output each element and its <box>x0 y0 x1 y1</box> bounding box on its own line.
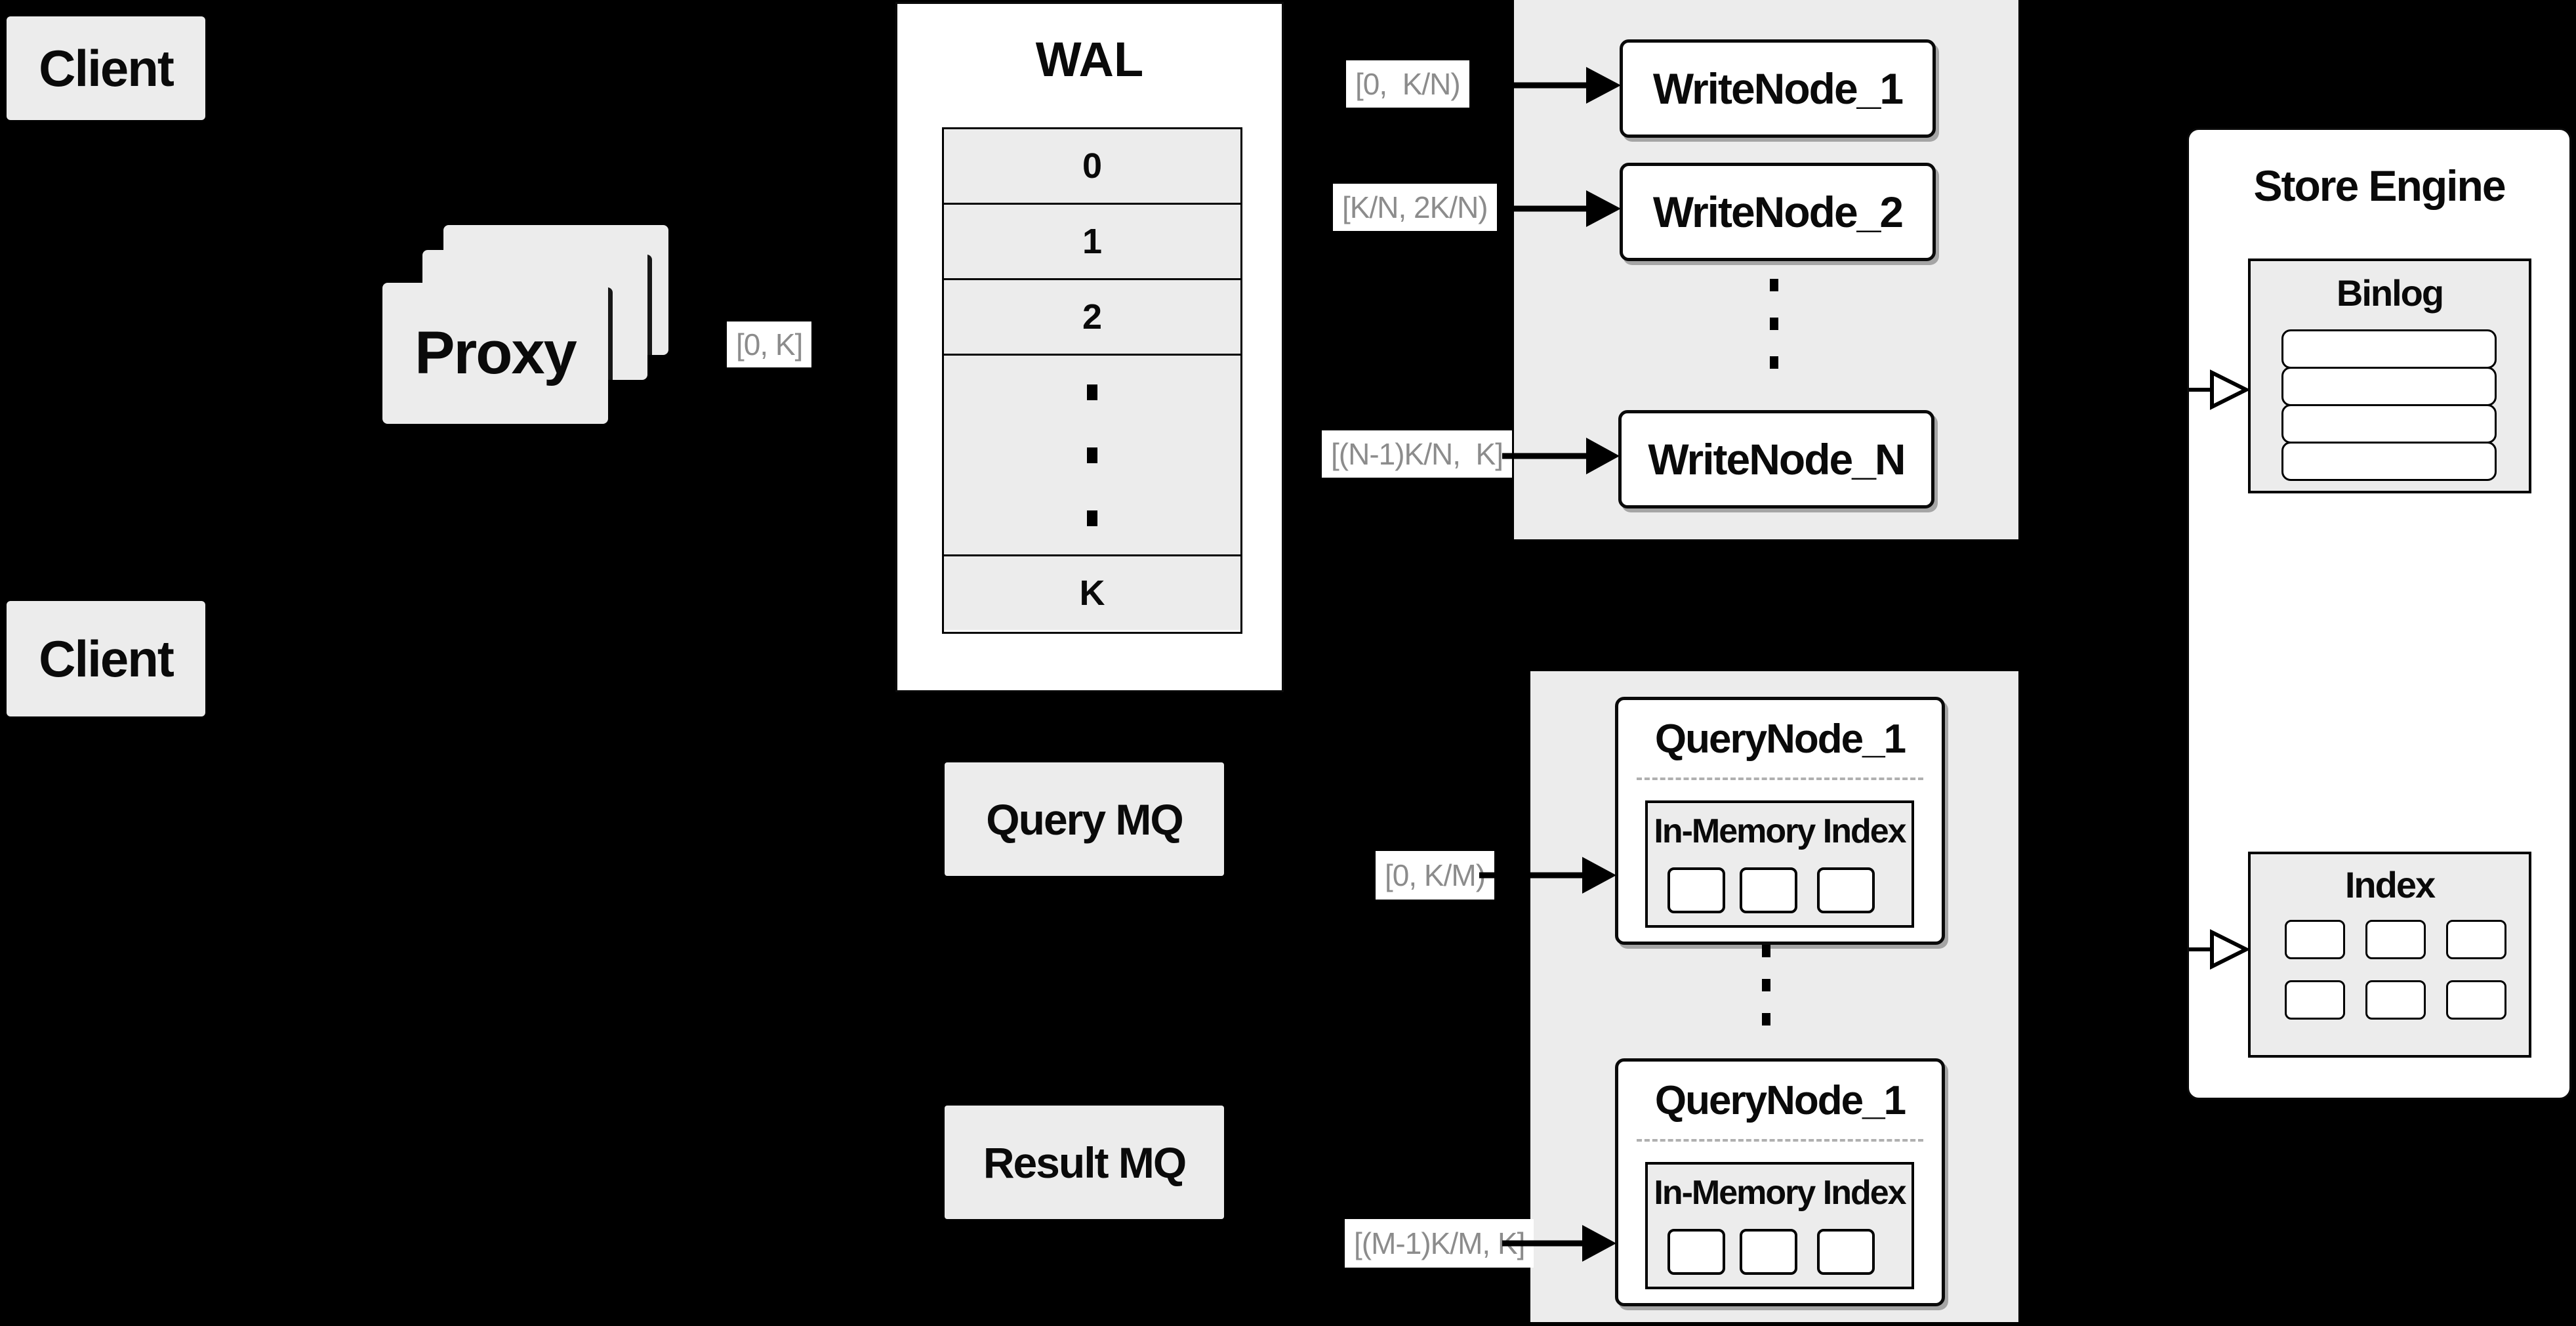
segment-chip <box>1667 867 1725 913</box>
flow-label-write-2: [K/N, 2K/N) <box>1333 184 1497 231</box>
index-chip <box>2285 980 2345 1020</box>
wal-row-2-label: 2 <box>1082 297 1103 337</box>
write-node-1-label: WriteNode_1 <box>1652 64 1904 113</box>
segment-chip <box>1740 1229 1797 1275</box>
binlog-title: Binlog <box>2251 261 2529 324</box>
store-engine-box: Store Engine Binlog Index <box>2187 128 2571 1100</box>
segment-chip <box>1817 867 1875 913</box>
index-chip <box>2446 980 2506 1020</box>
write-node-2-label: WriteNode_2 <box>1652 188 1904 236</box>
wal-row-0-label: 0 <box>1082 146 1103 186</box>
segment-chip <box>1817 1229 1875 1275</box>
flow-label-query-in: [0, K/M) <box>1376 851 1495 900</box>
query-node-bottom-inmemory-box: In-Memory Index <box>1645 1162 1914 1289</box>
query-node-top-inmemory-title-text: In-Memory Index <box>1654 812 1906 850</box>
wal-title-text: WAL <box>1035 31 1144 87</box>
query-mq-label: Query MQ <box>986 795 1183 844</box>
binlog-row <box>2281 367 2497 406</box>
proxy-label: Proxy <box>415 320 577 386</box>
wal-row-k: K <box>944 556 1240 630</box>
write-node-ellipsis-dots <box>1770 279 1778 369</box>
wal-box: WAL 0 1 2 K <box>895 2 1284 692</box>
wal-title: WAL <box>897 29 1282 89</box>
index-chip <box>2365 920 2426 959</box>
query-node-bottom-title-text: QueryNode_1 <box>1654 1077 1906 1123</box>
store-engine-title: Store Engine <box>2189 130 2569 241</box>
query-node-bottom-title: QueryNode_1 <box>1618 1062 1942 1139</box>
wal-row-k-label: K <box>1079 573 1105 613</box>
client-top-label: Client <box>39 39 174 97</box>
binlog-row <box>2281 404 2497 444</box>
proxy-box: Proxy <box>382 283 608 424</box>
segment-chip <box>1667 1229 1725 1275</box>
binlog-row <box>2281 329 2497 369</box>
wal-row-ellipsis <box>944 356 1240 556</box>
query-node-top-separator <box>1637 777 1923 780</box>
index-title: Index <box>2251 854 2529 915</box>
query-node-bottom-inmemory-title-text: In-Memory Index <box>1654 1174 1906 1212</box>
client-middle-box: Client <box>7 601 205 716</box>
query-node-top-title-text: QueryNode_1 <box>1654 716 1906 762</box>
segment-chip <box>1740 867 1797 913</box>
wal-row-2: 2 <box>944 280 1240 356</box>
wal-row-0: 0 <box>944 129 1240 205</box>
binlog-box: Binlog <box>2248 259 2531 493</box>
query-node-top-inmemory-box: In-Memory Index <box>1645 800 1914 928</box>
write-node-2-box: WriteNode_2 <box>1620 163 1936 261</box>
ellipsis-dots <box>1087 384 1097 526</box>
flow-label-write-n: [(N-1)K/N, K] <box>1322 430 1513 478</box>
flow-label-result-out: [(M-1)K/M, K] <box>1345 1219 1534 1268</box>
store-engine-title-text: Store Engine <box>2253 161 2506 210</box>
index-chip <box>2446 920 2506 959</box>
result-mq-box: Result MQ <box>945 1106 1224 1219</box>
wal-row-1-label: 1 <box>1082 222 1103 261</box>
write-node-n-box: WriteNode_N <box>1618 410 1934 508</box>
query-node-top-box: QueryNode_1 In-Memory Index <box>1615 697 1945 945</box>
flow-label-proxy-out: [0, K] <box>727 321 812 367</box>
flow-label-write-1: [0, K/N) <box>1346 60 1469 108</box>
index-chip <box>2365 980 2426 1020</box>
query-node-ellipsis-dots <box>1762 945 1770 1026</box>
binlog-row <box>2281 442 2497 481</box>
client-middle-label: Client <box>39 629 174 688</box>
wal-row-1: 1 <box>944 205 1240 280</box>
query-node-bottom-separator <box>1637 1139 1923 1142</box>
write-node-1-box: WriteNode_1 <box>1620 39 1936 138</box>
write-node-n-label: WriteNode_N <box>1648 435 1906 484</box>
client-top-box: Client <box>7 16 205 120</box>
binlog-title-text: Binlog <box>2336 272 2444 314</box>
query-node-bottom-box: QueryNode_1 In-Memory Index <box>1615 1058 1945 1306</box>
query-node-bottom-inmemory-title: In-Memory Index <box>1648 1165 1912 1221</box>
query-node-top-title: QueryNode_1 <box>1618 700 1942 777</box>
wal-table: 0 1 2 K <box>942 127 1242 634</box>
result-mq-label: Result MQ <box>983 1138 1187 1187</box>
query-mq-box: Query MQ <box>945 762 1224 876</box>
index-chip <box>2285 920 2345 959</box>
index-box: Index <box>2248 852 2531 1058</box>
index-title-text: Index <box>2344 863 2436 905</box>
query-node-top-inmemory-title: In-Memory Index <box>1648 803 1912 860</box>
